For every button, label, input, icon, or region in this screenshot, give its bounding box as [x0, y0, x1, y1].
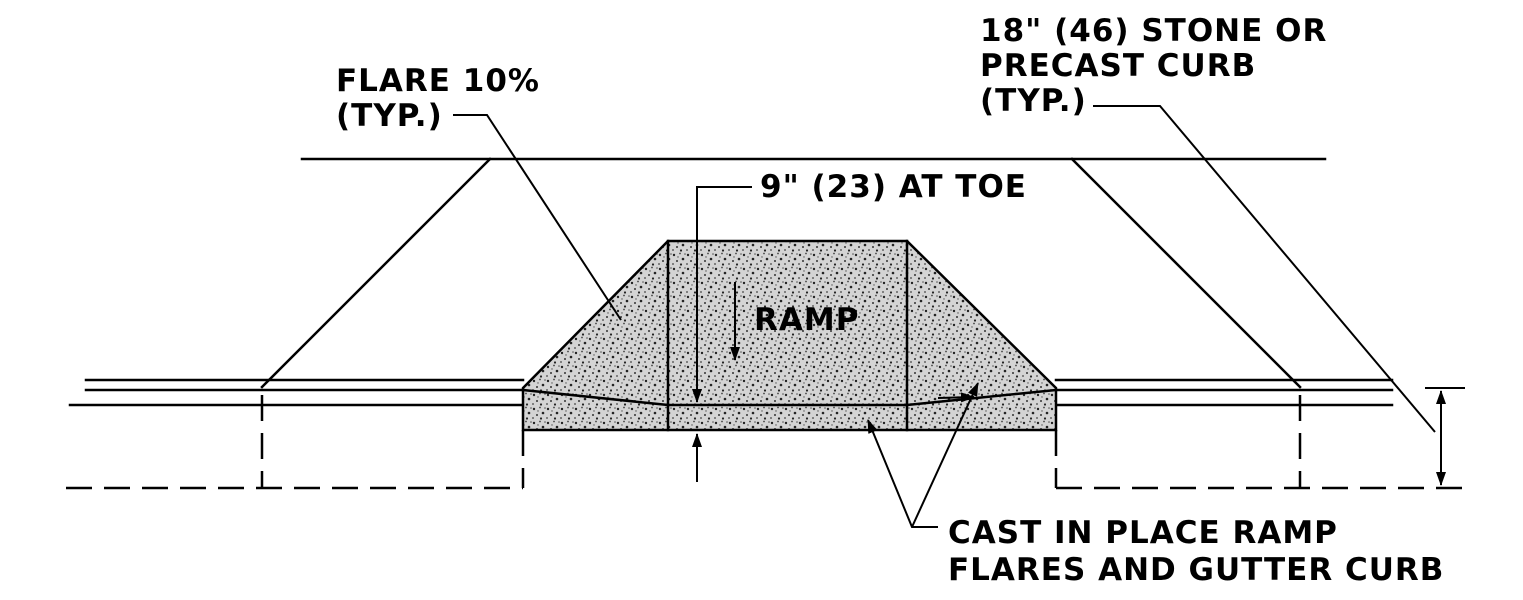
flare-label: FLARE 10% (TYP.) — [336, 63, 552, 134]
curb-height-dimension — [1425, 387, 1465, 486]
gutter-dashed-lines — [66, 395, 1465, 490]
outer-flare-lines — [260, 157, 1302, 389]
toe-label: 9" (23) AT TOE — [760, 169, 1027, 205]
curb-lines — [68, 378, 1394, 407]
toe-dimension — [692, 186, 752, 482]
cast-in-place-label: CAST IN PLACE RAMP FLARES AND GUTTER CUR… — [948, 515, 1444, 588]
ramp-label: RAMP — [754, 302, 859, 338]
curb-leader — [1093, 105, 1436, 433]
curb-label: 18" (46) STONE OR PRECAST CURB (TYP.) — [980, 13, 1339, 119]
cast-in-place-leaders — [867, 382, 979, 528]
flare-leader — [453, 114, 622, 321]
